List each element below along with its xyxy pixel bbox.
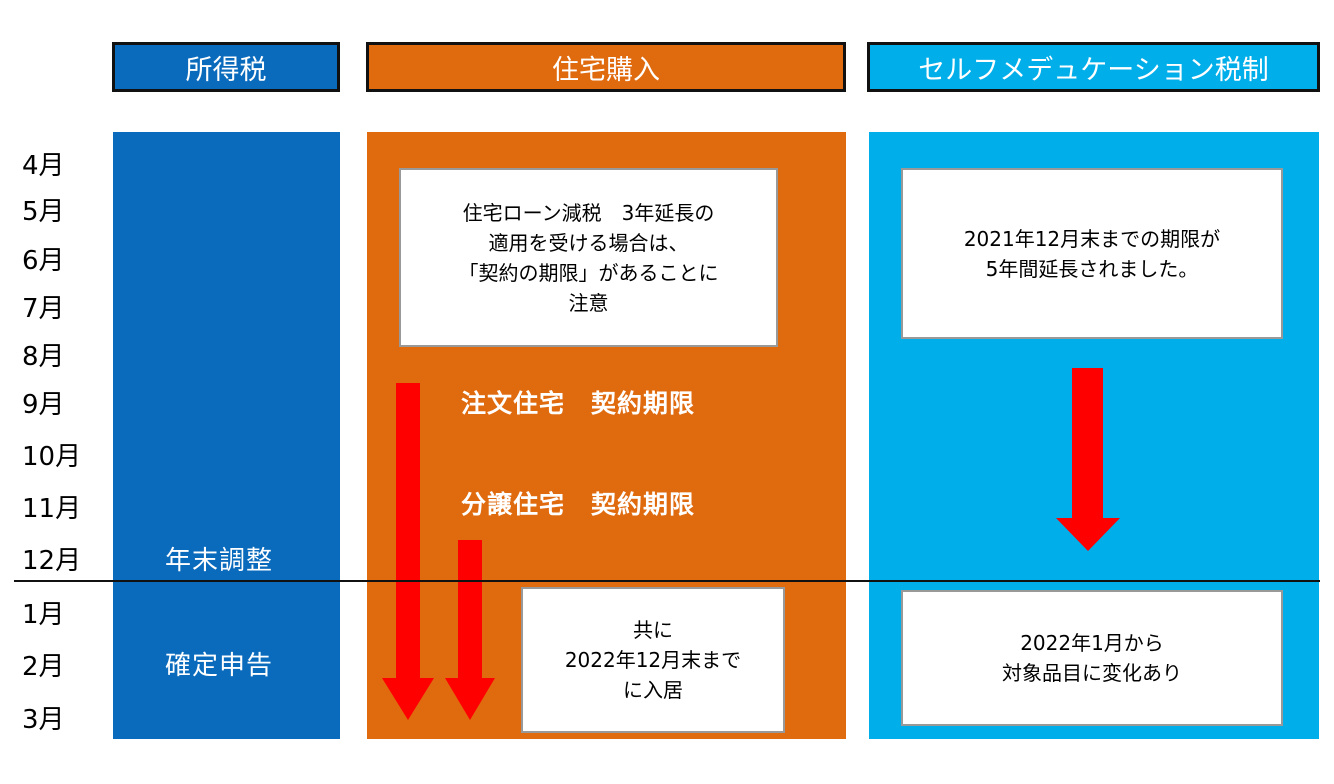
- change-line: 2022年1月から: [1020, 631, 1164, 655]
- condo-deadline-arrow-icon: [445, 540, 495, 720]
- month-label: 12月: [22, 546, 82, 576]
- month-label: 1月: [22, 600, 65, 630]
- header-income-tax: 所得税: [112, 42, 340, 92]
- month-label: 11月: [22, 494, 82, 524]
- custom-home-deadline-arrow-icon: [382, 383, 434, 720]
- month-label: 4月: [22, 151, 65, 181]
- custom-home-deadline-label: 注文住宅 契約期限: [461, 389, 696, 418]
- extension-note-box: 2021年12月末までの期限が 5年間延長されました。: [901, 168, 1283, 339]
- extension-line: 5年間延長されました。: [985, 256, 1199, 281]
- year-divider-line: [14, 580, 1320, 582]
- note-line: 適用を受ける場合は、: [488, 230, 689, 255]
- item-change-box: 2022年1月から 対象品目に変化あり: [901, 590, 1283, 726]
- condo-deadline-label: 分譲住宅 契約期限: [461, 490, 696, 519]
- month-label: 6月: [22, 246, 65, 276]
- header-self-medication: セルフメデュケーション税制: [867, 42, 1320, 92]
- note-line: 「契約の期限」があることに: [458, 260, 719, 285]
- extension-line: 2021年12月末までの期限が: [963, 226, 1221, 251]
- month-label: 7月: [22, 294, 65, 324]
- column-income-tax: [113, 132, 340, 739]
- month-label: 9月: [22, 390, 65, 420]
- change-line: 対象品目に変化あり: [1002, 661, 1182, 685]
- move-in-line: 2022年12月末まで: [564, 648, 742, 672]
- note-line: 住宅ローン減税 3年延長の: [462, 200, 715, 225]
- loan-tax-note-box: 住宅ローン減税 3年延長の 適用を受ける場合は、 「契約の期限」があることに 注…: [399, 168, 778, 347]
- month-label: 5月: [22, 197, 65, 227]
- move-in-deadline-box: 共に 2022年12月末まで に入居: [521, 587, 785, 733]
- month-label: 10月: [22, 442, 82, 472]
- move-in-line: 共に: [632, 618, 673, 642]
- extension-arrow-icon: [1056, 368, 1120, 551]
- year-end-adjustment-label: 年末調整: [165, 546, 274, 576]
- tax-filing-label: 確定申告: [165, 651, 274, 681]
- header-housing: 住宅購入: [366, 42, 846, 92]
- month-label: 3月: [22, 705, 65, 735]
- move-in-line: に入居: [622, 678, 683, 702]
- month-label: 2月: [22, 652, 65, 682]
- month-label: 8月: [22, 342, 65, 372]
- note-line: 注意: [568, 290, 609, 315]
